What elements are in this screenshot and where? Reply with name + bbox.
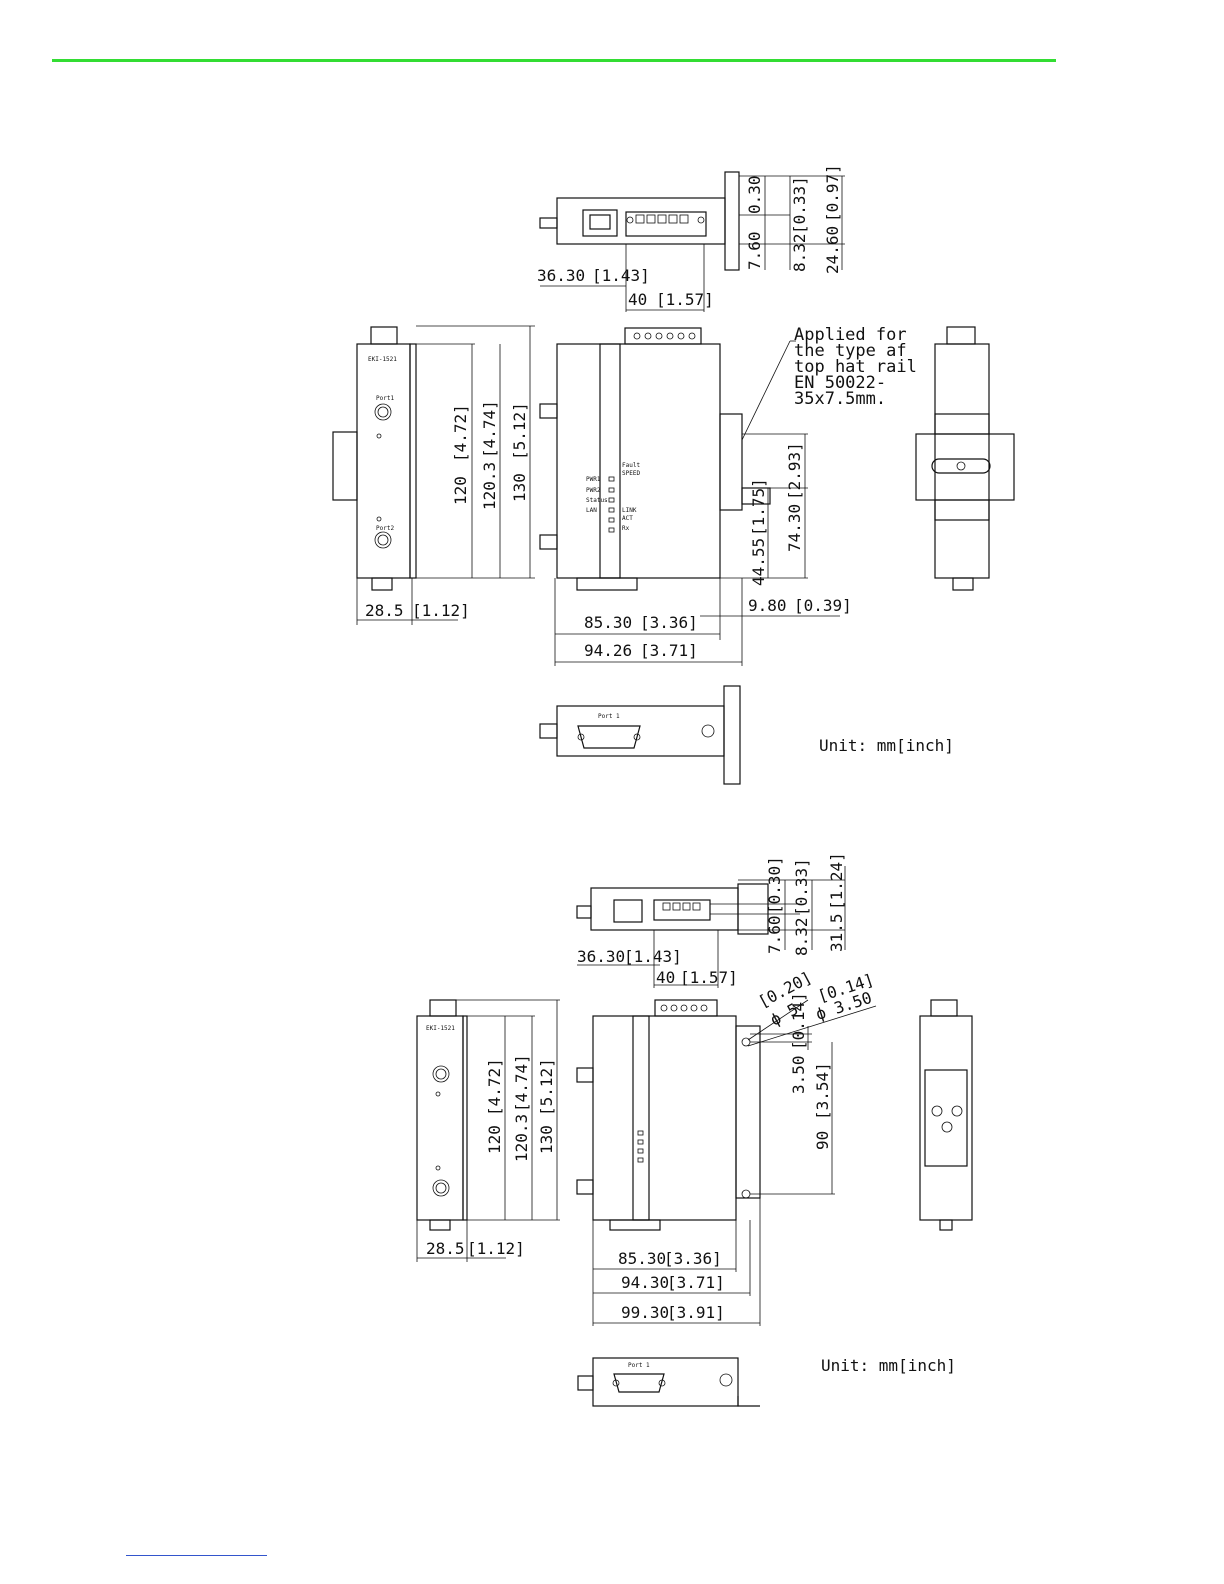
- d1-unit-label: Unit: mm[inch]: [819, 736, 954, 755]
- d2-front-dim-w1: 85.30: [618, 1249, 666, 1268]
- d1-top-dim-d6: 24.60: [823, 226, 842, 274]
- d1-front-dim-w1-inch: [3.36]: [640, 613, 698, 632]
- d2-top-dim-d6: 31.5: [827, 913, 846, 952]
- d2-top-dim-d3: [1.24]: [827, 852, 846, 910]
- d1-bottom-view: [539, 685, 741, 785]
- d1-left-led2: Port2: [376, 525, 394, 532]
- d1-front-dim-w2-inch: [3.71]: [640, 641, 698, 660]
- d2-top-view: [576, 866, 846, 988]
- d2-left-dim-w: 28.5: [426, 1239, 465, 1258]
- d2-left-view: [416, 999, 560, 1262]
- d1-bottom-port-label: Port 1: [598, 713, 620, 720]
- d2-top-dim-w1-inch: [1.43]: [624, 947, 682, 966]
- d1-left-dim-h2-inch: [4.74]: [480, 400, 499, 458]
- d2-left-dim-h2: 120.3: [512, 1114, 531, 1162]
- d1-top-dim-d1: 0.30: [745, 175, 764, 214]
- d1-left-label: EKI-1521: [368, 356, 397, 363]
- d1-rail-note-line2: the type af: [794, 341, 907, 361]
- d2-front-dim-w2-inch: [3.71]: [667, 1273, 725, 1292]
- d1-front-dim-w1: 85.30: [584, 613, 632, 632]
- d1-front-led-rx: Rx: [622, 525, 630, 532]
- d2-bottom-port-label: Port 1: [628, 1362, 650, 1369]
- d2-top-dim-d4: 7.60: [765, 915, 784, 954]
- d2-right-view: [919, 999, 973, 1231]
- d2-top-dim-d1: [0.30]: [765, 856, 784, 914]
- d1-front-led-pwr2: PWR2: [586, 487, 601, 494]
- d2-left-dim-w-inch: [1.12]: [467, 1239, 525, 1258]
- d2-front-dim-h1-inch: [0.14]: [789, 992, 808, 1050]
- d1-top-dim-d4: 7.60: [745, 231, 764, 270]
- d1-front-led-speed: SPEED: [622, 470, 640, 477]
- d2-top-dim-w1: 36.30: [577, 947, 625, 966]
- d1-front-dim-w2: 94.26: [584, 641, 632, 660]
- d1-top-dim-d3: [0.97]: [823, 164, 842, 222]
- d2-top-dim-d5: 8.32: [792, 917, 811, 956]
- d1-front-led-lan: LAN: [586, 507, 597, 514]
- d1-top-dim-d5: 8.32: [790, 233, 809, 272]
- d1-front-led-fault: Fault: [622, 462, 640, 469]
- d1-top-dim-d2: [0.33]: [790, 176, 809, 234]
- d1-left-dim-h1-inch: [4.72]: [451, 404, 470, 462]
- d2-left-dim-h3-inch: [5.12]: [537, 1058, 556, 1116]
- d2-front-dim-h1: 3.50: [789, 1055, 808, 1094]
- d1-right-view: [915, 326, 1015, 591]
- d2-left-dim-h1: 120: [485, 1125, 504, 1154]
- d1-rail-note-line5: 35x7.5mm.: [794, 389, 886, 409]
- d2-left-label: EKI-1521: [426, 1025, 455, 1032]
- d2-front-dim-h2-inch: [3.54]: [813, 1062, 832, 1120]
- d1-front-dim-r1-inch: [0.39]: [794, 596, 852, 615]
- d1-front-dim-h1: 44.55: [749, 538, 768, 586]
- d1-front-dim-h2-inch: [2.93]: [785, 442, 804, 500]
- d1-front-led-pwr1: PWR1: [586, 476, 601, 483]
- d1-rail-note-line3: top hat rail: [794, 357, 917, 377]
- d1-left-view: [332, 325, 535, 625]
- d2-top-dim-w2-inch: [1.57]: [680, 968, 738, 987]
- d1-rail-note-line4: EN 50022-: [794, 373, 886, 393]
- header-rule: [52, 59, 1056, 62]
- d2-front-dim-w3-inch: [3.91]: [667, 1303, 725, 1322]
- d1-front-view: [539, 327, 840, 666]
- d1-front-led-link: LINK: [622, 507, 637, 514]
- d2-top-dim-d2: [0.33]: [792, 858, 811, 916]
- d2-top-dim-w2: 40: [656, 968, 675, 987]
- d2-left-dim-h2-inch: [4.74]: [512, 1054, 531, 1112]
- d1-top-dim-w2-inch: [1.57]: [656, 290, 714, 309]
- d1-left-dim-h3: 130: [510, 473, 529, 502]
- d1-front-led-status: Status: [586, 497, 608, 504]
- d2-unit-label: Unit: mm[inch]: [821, 1356, 956, 1375]
- d1-top-dim-w1: 36.30: [537, 266, 585, 285]
- d1-left-dim-h1: 120: [451, 476, 470, 505]
- d2-front-view: [576, 999, 877, 1326]
- d1-left-led1: Port1: [376, 395, 394, 402]
- d1-front-dim-h2: 74.30: [785, 504, 804, 552]
- d2-front-dim-h2: 90: [813, 1131, 832, 1150]
- d2-front-dim-w3: 99.30: [621, 1303, 669, 1322]
- d1-left-dim-h2: 120.3: [480, 462, 499, 510]
- d1-left-dim-w-inch: [1.12]: [412, 601, 470, 620]
- d2-front-dim-w1-inch: [3.36]: [664, 1249, 722, 1268]
- d1-front-dim-h1-inch: [1.75]: [749, 478, 768, 536]
- d1-left-dim-h3-inch: [5.12]: [510, 402, 529, 460]
- d1-front-dim-r1: 9.80: [748, 596, 787, 615]
- d2-bottom-view: [577, 1357, 760, 1407]
- d1-top-dim-w1-inch: [1.43]: [592, 266, 650, 285]
- d2-left-dim-h3: 130: [537, 1125, 556, 1154]
- d1-top-dim-w2: 40: [628, 290, 647, 309]
- d1-rail-note-line1: Applied for: [794, 325, 907, 345]
- d1-top-view: [539, 171, 845, 312]
- footer-rule: [126, 1555, 267, 1556]
- d2-front-dim-w2: 94.30: [621, 1273, 669, 1292]
- d2-left-dim-h1-inch: [4.72]: [485, 1058, 504, 1116]
- d1-front-led-act: ACT: [622, 515, 633, 522]
- d1-left-dim-w: 28.5: [365, 601, 404, 620]
